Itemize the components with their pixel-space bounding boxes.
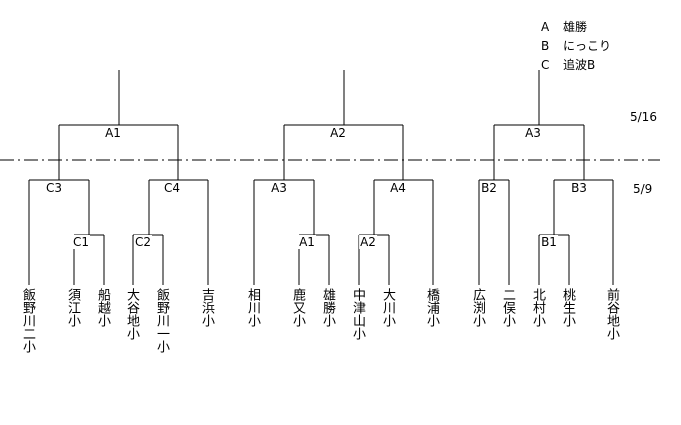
date-upper-round: 5/16 bbox=[630, 110, 657, 124]
team-name: 前谷地小 bbox=[604, 288, 619, 340]
team-name: 鹿又小 bbox=[290, 288, 305, 327]
team-name: 橋浦小 bbox=[424, 288, 439, 327]
match-label-a3: A3 bbox=[524, 126, 542, 140]
match-label-a1-first-round: A1 bbox=[298, 235, 316, 249]
team-name: 二俣小 bbox=[500, 288, 515, 327]
team-name: 相川小 bbox=[245, 288, 260, 327]
match-label-a2: A2 bbox=[329, 126, 347, 140]
match-label-b3: B3 bbox=[570, 181, 588, 195]
team-name: 広渕小 bbox=[470, 288, 485, 327]
team-name: 桃生小 bbox=[560, 288, 575, 327]
match-label-c2: C2 bbox=[133, 235, 153, 249]
date-lower-round: 5/9 bbox=[633, 182, 653, 196]
match-label-b2: B2 bbox=[480, 181, 498, 195]
match-label-c4: C4 bbox=[162, 181, 182, 195]
team-name: 飯野川一小 bbox=[154, 288, 169, 353]
team-name: 大川小 bbox=[380, 288, 395, 327]
match-label-c3: C3 bbox=[44, 181, 64, 195]
team-name: 雄勝小 bbox=[320, 288, 335, 327]
match-label-b1: B1 bbox=[540, 235, 558, 249]
match-label-a2-first-round: A2 bbox=[359, 235, 377, 249]
match-label-a1: A1 bbox=[104, 126, 122, 140]
team-name: 飯野川二小 bbox=[20, 288, 35, 353]
match-label-a4: A4 bbox=[389, 181, 407, 195]
match-label-a3-first-round: A3 bbox=[270, 181, 288, 195]
team-name: 吉浜小 bbox=[199, 288, 214, 327]
team-name: 大谷地小 bbox=[124, 288, 139, 340]
team-name: 北村小 bbox=[530, 288, 545, 327]
team-name: 船越小 bbox=[95, 288, 110, 327]
team-name: 須江小 bbox=[65, 288, 80, 327]
match-label-c1: C1 bbox=[71, 235, 91, 249]
team-name: 中津山小 bbox=[350, 288, 365, 340]
